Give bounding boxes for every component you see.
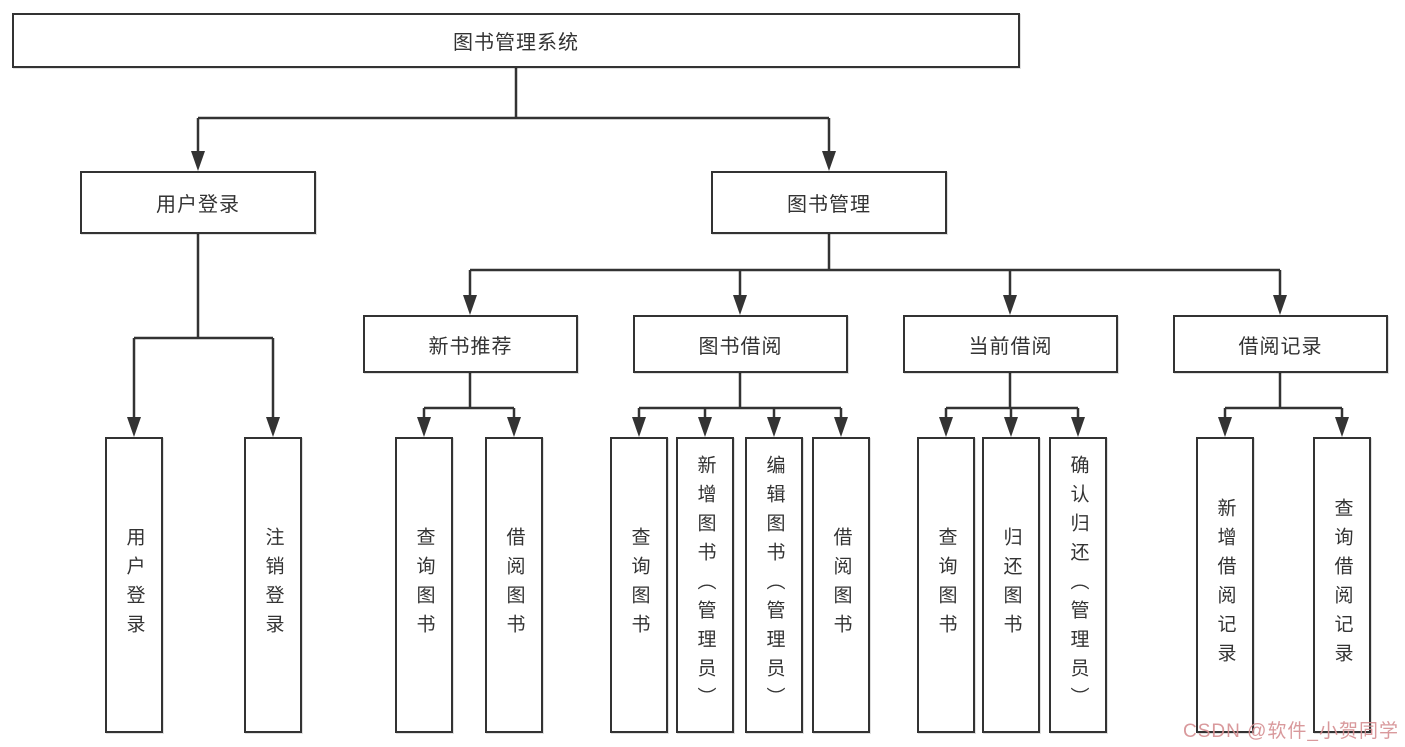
leaf-borrow-borrow: 借阅图书	[812, 437, 870, 733]
node-label: 借阅记录	[1238, 335, 1323, 358]
leaf-record-add: 新增借阅记录	[1196, 437, 1254, 733]
leaf-record-query: 查询借阅记录	[1313, 437, 1371, 733]
node-root: 图书管理系统	[12, 13, 1020, 68]
leaf-current-query: 查询图书	[917, 437, 975, 733]
node-borrow-record: 借阅记录	[1173, 315, 1388, 373]
node-label: 查询借阅记录	[1331, 498, 1353, 672]
node-label: 图书借阅	[698, 335, 783, 358]
watermark: CSDN @软件_小贺同学	[1183, 721, 1399, 742]
node-new-book-recommend: 新书推荐	[363, 315, 578, 373]
leaf-current-return: 归还图书	[982, 437, 1040, 733]
leaf-borrow-add-admin: 新增图书（管理员）	[676, 437, 734, 733]
node-label: 用户登录	[123, 527, 145, 643]
node-user-login: 用户登录	[80, 171, 316, 234]
node-label: 编辑图书（管理员）	[763, 454, 785, 716]
leaf-newbook-borrow: 借阅图书	[485, 437, 543, 733]
node-label: 当前借阅	[968, 335, 1053, 358]
leaf-current-confirm-admin: 确认归还（管理员）	[1049, 437, 1107, 733]
leaf-logout: 注销登录	[244, 437, 302, 733]
node-book-borrow: 图书借阅	[633, 315, 848, 373]
leaf-borrow-edit-admin: 编辑图书（管理员）	[745, 437, 803, 733]
node-label: 新增图书（管理员）	[694, 454, 716, 716]
node-label: 新书推荐	[428, 335, 513, 358]
connector-lines	[132, 68, 1344, 420]
leaf-borrow-query: 查询图书	[610, 437, 668, 733]
node-label: 查询图书	[628, 527, 650, 643]
node-label: 查询图书	[935, 527, 957, 643]
leaf-user-login: 用户登录	[105, 437, 163, 733]
node-label: 确认归还（管理员）	[1067, 454, 1089, 716]
node-label: 用户登录	[156, 194, 240, 216]
node-current-borrow: 当前借阅	[903, 315, 1118, 373]
node-label: 图书管理系统	[453, 32, 579, 54]
node-label: 归还图书	[1000, 527, 1022, 643]
node-label: 借阅图书	[830, 527, 852, 643]
node-book-management: 图书管理	[711, 171, 947, 234]
node-label: 注销登录	[262, 527, 284, 643]
arrow-down-icons	[127, 151, 1349, 437]
node-label: 新增借阅记录	[1214, 498, 1236, 672]
node-label: 查询图书	[413, 527, 435, 643]
node-label: 借阅图书	[503, 527, 525, 643]
leaf-newbook-query: 查询图书	[395, 437, 453, 733]
node-label: 图书管理	[787, 194, 871, 216]
